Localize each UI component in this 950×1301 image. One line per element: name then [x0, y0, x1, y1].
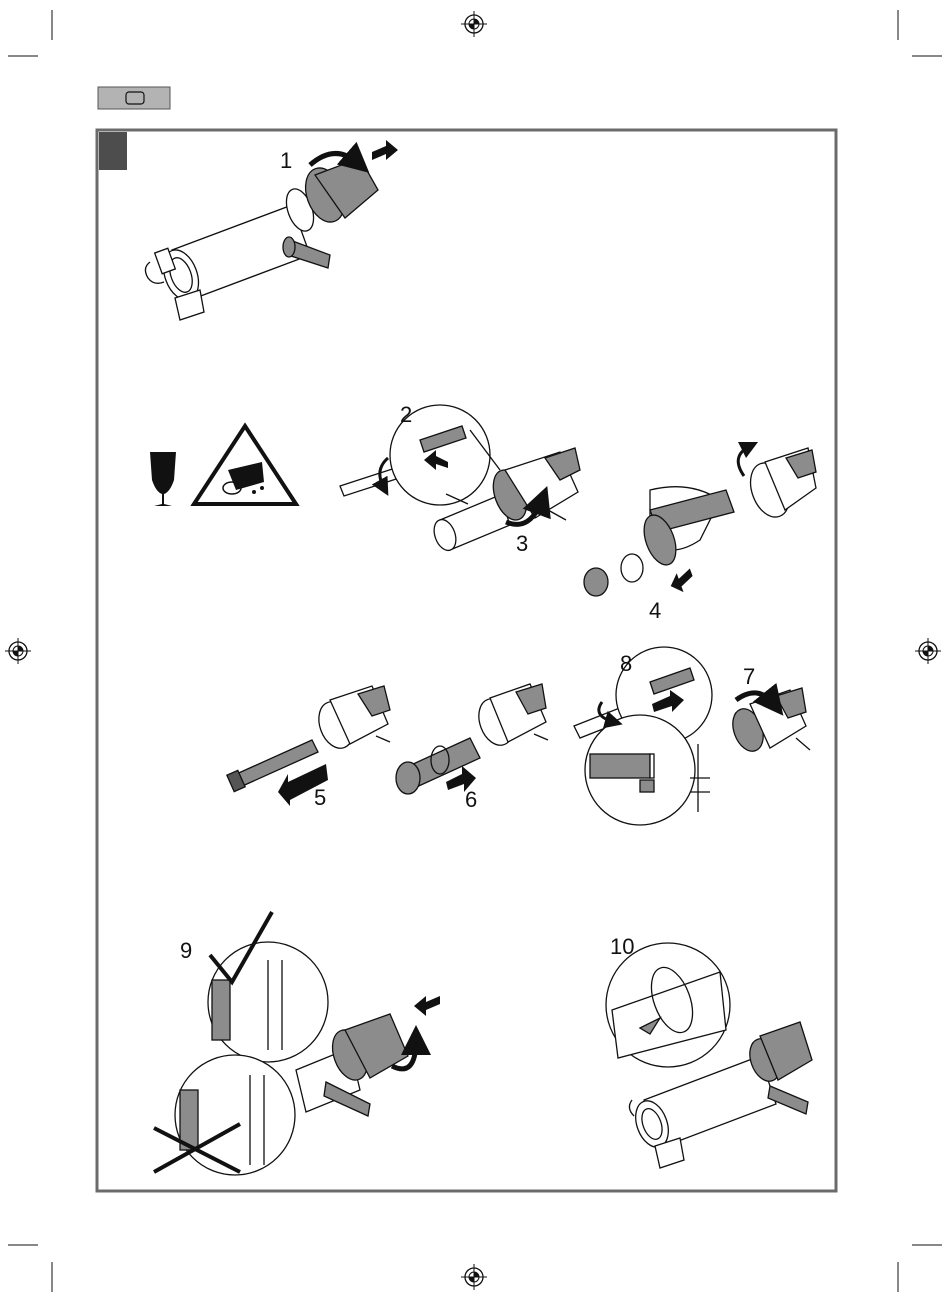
step-number-1: 1 [280, 150, 292, 172]
corner-tab [99, 132, 127, 170]
fragile-glass-icon [150, 452, 176, 506]
step-number-5: 5 [314, 787, 326, 809]
step-number-8: 8 [620, 653, 632, 675]
registration-mark-icon [461, 11, 487, 37]
device-step-1 [145, 158, 378, 320]
step-number-10: 10 [610, 936, 634, 958]
registration-mark-icon [461, 1264, 487, 1290]
step-number-7: 7 [743, 666, 755, 688]
detail-step-4 [584, 448, 816, 596]
step-number-6: 6 [465, 789, 477, 811]
direction-arrow-icon [372, 140, 398, 160]
device-tab-icon [98, 87, 170, 109]
step-number-2: 2 [400, 404, 412, 426]
registration-mark-icon [5, 638, 31, 664]
direction-arrow-icon [414, 996, 440, 1016]
step-number-4: 4 [649, 600, 661, 622]
step-number-9: 9 [180, 940, 192, 962]
step-number-3: 3 [516, 533, 528, 555]
detail-step-10 [606, 943, 812, 1168]
detail-step-8 [574, 647, 810, 825]
rotate-arrow-icon [738, 446, 750, 476]
hand-injury-warning-icon [194, 426, 296, 504]
registration-mark-icon [915, 638, 941, 664]
direction-arrow-icon [667, 568, 696, 595]
detail-step-2 [340, 405, 580, 553]
